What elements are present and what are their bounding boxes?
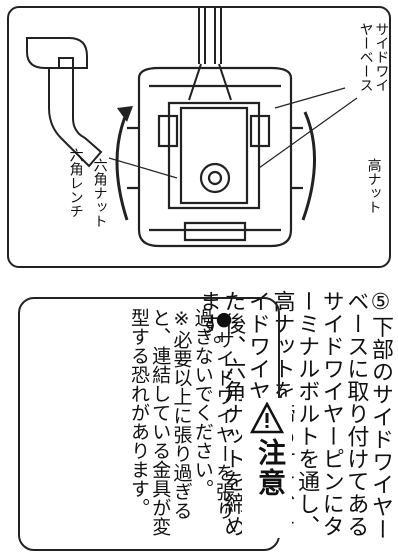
- rotation-arrow: [115, 111, 317, 221]
- label-side-wire-base: サイドワイヤーベース: [357, 22, 390, 92]
- caution-title: 注意: [254, 438, 287, 498]
- installation-figure: サイドワイヤーベース 高ナット 六角ナット 六角レンチ: [7, 6, 391, 268]
- bracket-assembly-drawing: [26, 8, 358, 248]
- hex-wrench-drawing: [26, 37, 103, 168]
- side-wire-base-plate: [127, 66, 303, 248]
- leader-hex-nut: [108, 157, 178, 179]
- terminal-bolt-rod: [188, 8, 232, 101]
- label-hex-wrench: 六角レンチ: [67, 148, 84, 218]
- caution-text: ●サイドワイヤーを張り過ぎないでください。 ※必要以上に張り過ぎると、連結してい…: [34, 308, 235, 538]
- label-hex-nut: 六角ナット: [91, 158, 108, 228]
- label-high-nut: 高ナット: [365, 158, 382, 214]
- caution-line-2: ※必要以上に張り過ぎると、連結している金具が変型する恐れがあります。: [127, 308, 193, 536]
- caution-line-1: ●サイドワイヤーを張り過ぎないでください。: [191, 308, 235, 520]
- leader-side-wire-base: [274, 87, 346, 109]
- leader-high-nut: [258, 97, 358, 169]
- arrow-head-icon: [117, 106, 133, 122]
- warning-triangle-icon: [250, 402, 284, 434]
- caution-header: 注意: [242, 398, 292, 538]
